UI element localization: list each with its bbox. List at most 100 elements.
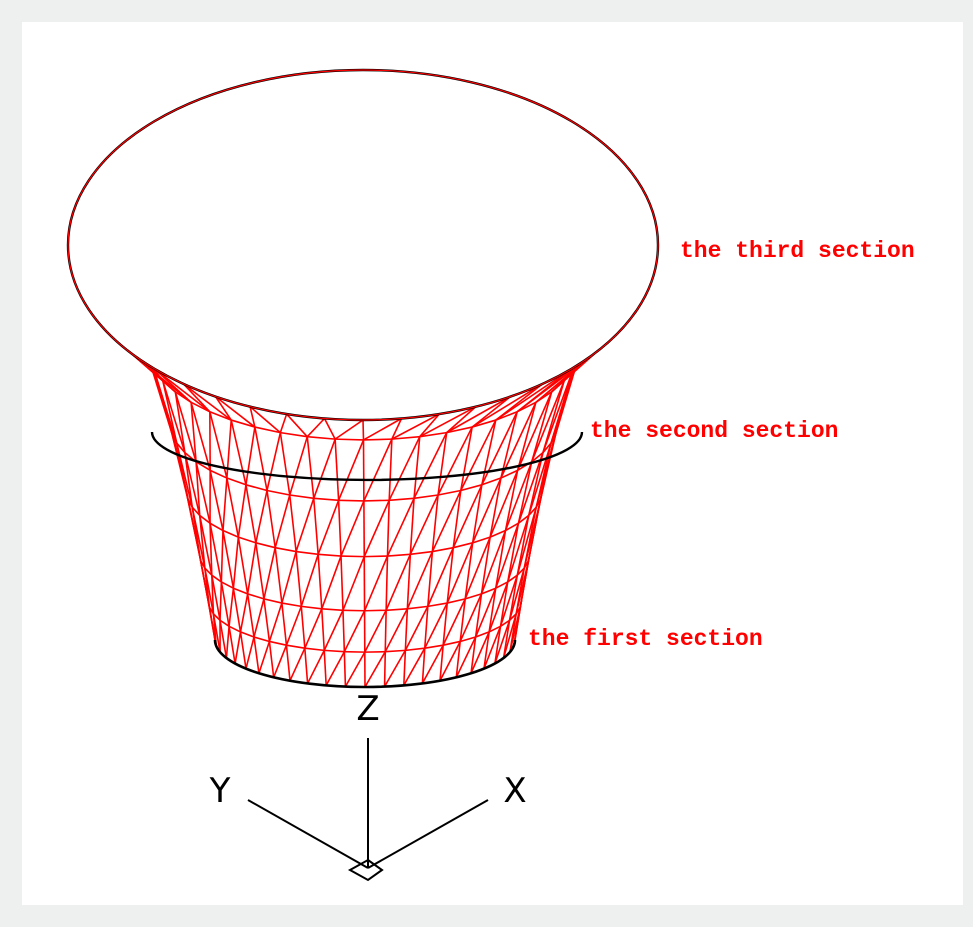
mesh-ring-edge	[174, 391, 192, 403]
mesh-vertical-edge	[464, 542, 474, 599]
mesh-ring-edge	[442, 640, 461, 646]
mesh-diagonal-edge	[471, 383, 544, 428]
mesh-vertical-edge	[517, 461, 533, 524]
mesh-ring-edge	[222, 529, 239, 538]
ucs-origin-marker	[347, 858, 384, 882]
mesh-diagonal-edge	[363, 555, 389, 612]
mesh-ring-edge	[481, 587, 497, 595]
mesh-vertical-edge	[413, 436, 421, 499]
mesh-diagonal-edge	[385, 554, 412, 611]
mesh-ring-edge	[495, 411, 518, 421]
mesh-vertical-edge	[169, 422, 187, 491]
mesh-ring-edge	[542, 442, 552, 454]
mesh-diagonal-edge	[504, 461, 533, 531]
mesh-ring-edge	[424, 644, 444, 649]
mesh-diagonal-edge	[306, 650, 325, 684]
mesh-vertical-edge	[254, 426, 268, 491]
mesh-diagonal-edge	[334, 419, 364, 440]
mesh-ring-edge	[263, 598, 283, 604]
mesh-vertical-edge	[312, 498, 319, 555]
mesh-diagonal-edge	[237, 484, 247, 538]
mesh-vertical-edge	[452, 490, 462, 548]
mesh-vertical-edge	[388, 439, 393, 501]
mesh-ring-edge	[209, 411, 232, 421]
mesh-vertical-edge	[508, 575, 519, 621]
mesh-diagonal-edge	[245, 636, 255, 669]
mesh-ring-edge	[389, 497, 415, 502]
mesh-ring-edge	[410, 550, 433, 556]
mesh-vertical-edge	[343, 651, 347, 687]
mesh-ring-edge	[266, 489, 290, 496]
mesh-diagonal-edge	[255, 490, 268, 543]
mesh-ring-edge	[199, 514, 211, 524]
mesh-diagonal-edge	[342, 556, 365, 611]
mesh-diagonal-edge	[363, 438, 393, 502]
mesh-vertical-edge	[489, 477, 502, 538]
mesh-diagonal-edge	[494, 620, 511, 664]
mesh-diagonal-edge	[239, 593, 249, 633]
mesh-ring-edge	[209, 522, 224, 532]
mesh-ring-edge	[221, 581, 234, 589]
mesh-diagonal-edge	[219, 581, 223, 621]
mesh-ring-edge	[295, 550, 319, 556]
mesh-vertical-edge	[268, 641, 275, 678]
mesh-ring-edge	[387, 553, 411, 557]
mesh-ring-edge	[364, 555, 388, 558]
mesh-ring-edge	[505, 522, 519, 532]
mesh-ring-edge	[446, 426, 473, 434]
mesh-vertical-edge	[246, 593, 255, 638]
mesh-vertical-edge	[423, 606, 429, 649]
mesh-ring-edge	[495, 581, 509, 589]
mesh-vertical-edge	[362, 419, 365, 440]
mesh-diagonal-edge	[285, 606, 303, 646]
mesh-diagonal-edge	[161, 380, 178, 444]
mesh-vertical-edge	[281, 602, 288, 646]
mesh-diagonal-edge	[184, 452, 194, 508]
mesh-vertical-edge	[437, 432, 448, 496]
mesh-vertical-edge	[215, 395, 256, 428]
mesh-diagonal-edge	[295, 498, 315, 552]
mesh-diagonal-edge	[300, 554, 319, 607]
mesh-diagonal-edge	[323, 609, 344, 651]
mesh-diagonal-edge	[198, 515, 206, 569]
mesh-vertical-edge	[182, 383, 232, 421]
mesh-diagonal-edge	[442, 598, 466, 646]
mesh-vertical-edge	[220, 581, 230, 627]
mesh-ring-edge	[286, 644, 305, 649]
mesh-ring-edge	[507, 574, 518, 583]
mesh-vertical-edge	[195, 461, 211, 524]
mesh-diagonal-edge	[494, 522, 520, 589]
mesh-diagonal-edge	[312, 438, 336, 499]
mesh-diagonal-edge	[279, 413, 288, 433]
mesh-vertical-edge	[286, 413, 308, 438]
mesh-vertical-edge	[255, 542, 265, 599]
mesh-ring-edge	[419, 431, 447, 438]
mesh-diagonal-edge	[530, 380, 565, 463]
mesh-vertical-edge	[481, 419, 497, 485]
mesh-diagonal-edge	[421, 644, 444, 684]
mesh-vertical-edge	[249, 406, 281, 434]
mesh-diagonal-edge	[413, 432, 448, 499]
mesh-diagonal-edge	[474, 587, 497, 638]
mesh-ring-edge	[391, 435, 420, 440]
mesh-vertical-edge	[403, 650, 407, 686]
mesh-diagonal-edge	[460, 419, 497, 491]
mesh-vertical-edge	[459, 598, 467, 642]
mesh-diagonal-edge	[234, 631, 242, 664]
mesh-ring-edge	[481, 477, 502, 486]
third-section-label: the third section	[680, 238, 915, 264]
mesh-vertical-edge	[253, 636, 260, 674]
mesh-diagonal-edge	[383, 649, 407, 687]
mesh-vertical-edge	[483, 631, 490, 669]
mesh-diagonal-edge	[321, 555, 342, 610]
mesh-ring-edge	[226, 477, 247, 486]
mesh-ring-edge	[228, 625, 241, 633]
mesh-diagonal-edge	[488, 581, 509, 633]
mesh-diagonal-edge	[288, 436, 309, 496]
mesh-diagonal-edge	[209, 523, 213, 576]
mesh-ring-edge	[405, 647, 425, 652]
third-section-outline	[66, 68, 660, 422]
mesh-diagonal-edge	[281, 551, 297, 604]
mesh-ring-edge	[230, 419, 256, 428]
mesh-vertical-edge	[263, 598, 271, 642]
